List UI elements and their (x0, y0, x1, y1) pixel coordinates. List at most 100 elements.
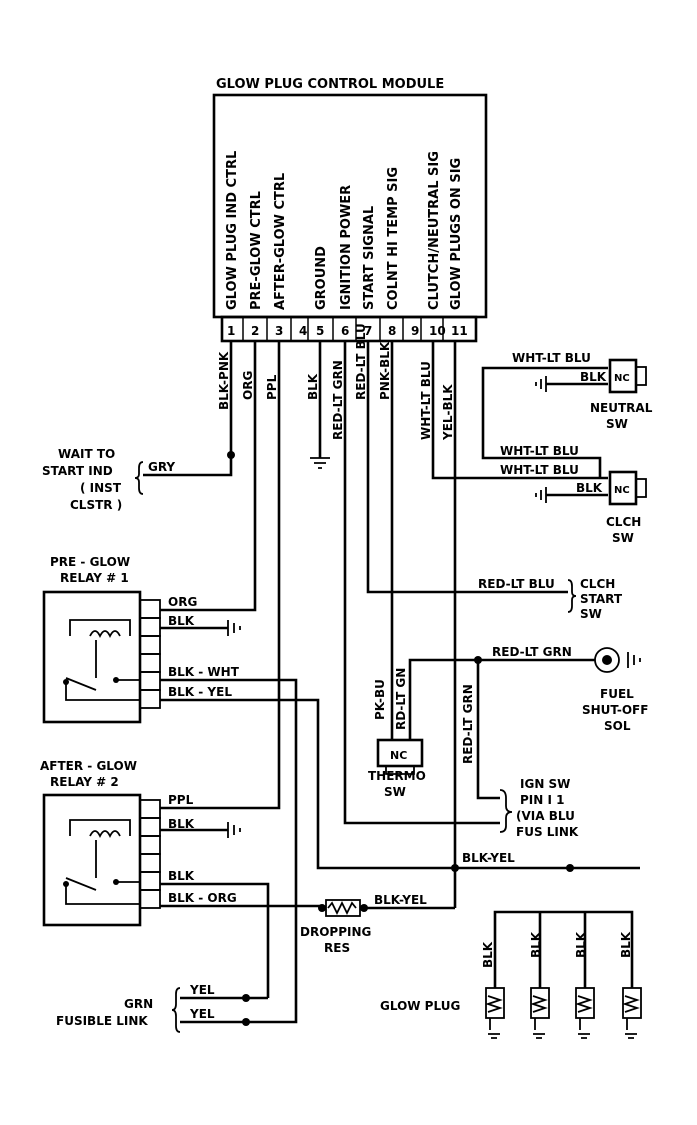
clch-start-line-2: START (580, 592, 623, 606)
wait-to-start-label: WAIT TO START IND ( INST CLSTR ) (42, 447, 122, 512)
pin-number: 11 (451, 324, 468, 338)
signal-label: AFTER-GLOW CTRL (273, 173, 288, 310)
thermo-switch-body (376, 738, 424, 768)
ign-line-3: (VIA BLU (516, 809, 575, 823)
ground-symbol (627, 652, 641, 668)
wait-line-4: CLSTR ) (70, 498, 122, 512)
relay1-contact-dot (63, 679, 69, 685)
wire-red-lt-blu (366, 341, 568, 594)
pin-wire-label: RED-LT GRN (331, 360, 345, 440)
relay1-title: PRE - GLOW (50, 555, 130, 569)
signal-label: PRE-GLOW CTRL (249, 191, 264, 310)
wire-wht-lt-blu-10 (431, 341, 608, 480)
junction-dot (227, 451, 235, 459)
wire-label-blk: BLK (168, 614, 195, 628)
pin-number: 1 (227, 324, 235, 338)
wire-label-wht-lt-blu: WHT-LT BLU (512, 351, 591, 365)
clutch-switch-cap (635, 478, 647, 498)
wire-label-blk: BLK (576, 481, 603, 495)
junction-dot (242, 1018, 250, 1026)
wire-label-blk: BLK (529, 931, 543, 958)
wire-label-wht-lt-blu: WHT-LT BLU (500, 444, 579, 458)
ign-line-4: FUS LINK (516, 825, 579, 839)
relay2-coil (69, 819, 131, 839)
ign-line-1: IGN SW (520, 777, 570, 791)
relay2-number: RELAY # 2 (50, 775, 119, 789)
glow-plugs (485, 987, 642, 1039)
relay2-contact-dot (63, 881, 69, 887)
module-title: GLOW PLUG CONTROL MODULE (216, 77, 444, 92)
resistor-zigzag (327, 900, 357, 916)
ground-symbol (535, 376, 547, 392)
wire-red-lt-grn-fuel (476, 660, 500, 800)
thermo-nc: NC (390, 749, 407, 762)
wire-blk-pnk (143, 341, 233, 477)
signal-label: GLOW PLUGS ON SIG (449, 158, 464, 310)
pin-number: 10 (429, 324, 446, 338)
clutch-label: CLCH (606, 515, 641, 529)
wire-label-rd-lt-gn: RD-LT GN (394, 668, 408, 730)
pin-wire-label: BLK (306, 373, 320, 400)
wire-label-blk-yel: BLK-YEL (462, 851, 515, 865)
ign-brace (499, 789, 513, 833)
fusible-line-2: FUSIBLE LINK (56, 1014, 148, 1028)
ground-symbol (227, 822, 241, 838)
fuel-line-3: SOL (604, 719, 631, 733)
thermo-label: THERMO (368, 769, 426, 783)
pin-wire-label: YEL-BLK (441, 384, 455, 441)
fuel-line-2: SHUT-OFF (582, 703, 648, 717)
wire-label-red-lt-grn: RED-LT GRN (461, 684, 475, 764)
wait-line-3: ( INST (80, 481, 122, 495)
wire-label-blk: BLK (619, 931, 633, 958)
junction-dot (318, 904, 326, 912)
signal-label: GLOW PLUG IND CTRL (225, 151, 240, 310)
wire-label-blk-org: BLK - ORG (168, 891, 237, 905)
neutral-switch-cap (635, 366, 647, 386)
wait-line-2: START IND (42, 464, 113, 478)
wire-label-pk-bu: PK-BU (373, 679, 387, 720)
wire-label-wht-lt-blu: WHT-LT BLU (500, 463, 579, 477)
relay1-connector (139, 599, 161, 709)
signal-label: CLUTCH/NEUTRAL SIG (427, 151, 442, 310)
relay1-contacts (65, 640, 140, 701)
glow-plug-bus (493, 910, 634, 988)
wait-brace (134, 461, 144, 495)
relay2-contact-dot (113, 879, 119, 885)
wire-label-blk-yel: BLK-YEL (374, 893, 427, 907)
relay1-contact-dot (113, 677, 119, 683)
wire-relay2-blk2 (160, 882, 270, 998)
neutral-sw-label: SW (606, 417, 628, 431)
neutral-label: NEUTRAL (590, 401, 653, 415)
module-signal-labels: GLOW PLUG IND CTRL PRE-GLOW CTRL AFTER-GLO… (225, 151, 464, 310)
relay1-coil (69, 619, 131, 639)
wire-label-gry: GRY (148, 460, 175, 474)
wire-fusible-yel (180, 996, 298, 1024)
pin-number: 2 (251, 324, 259, 338)
wire-label-blk: BLK (580, 370, 607, 384)
junction-dot (451, 864, 459, 872)
wire-label-blk-yel: BLK - YEL (168, 685, 232, 699)
ign-line-2: PIN I 1 (520, 793, 564, 807)
wire-label-red-lt-grn: RED-LT GRN (492, 645, 572, 659)
dropping-res-label-2: RES (324, 941, 350, 955)
relay2-contacts (65, 840, 140, 905)
wire-label-red-lt-blu: RED-LT BLU (478, 577, 555, 591)
wait-line-1: WAIT TO (58, 447, 115, 461)
fuel-solenoid (594, 647, 620, 673)
pin-wire-label: WHT-LT BLU (419, 361, 433, 440)
pin-wire-label: RED-LT BLU (354, 323, 368, 400)
signal-label: START SIGNAL (362, 206, 377, 310)
junction-dot (566, 864, 574, 872)
pin-number: 6 (341, 324, 349, 338)
pin-number: 8 (388, 324, 396, 338)
neutral-nc: NC (614, 373, 630, 384)
glow-plug-drops (538, 912, 587, 988)
relay1-body (42, 590, 142, 724)
ground-symbol (227, 620, 241, 636)
relay2-title: AFTER - GLOW (40, 759, 137, 773)
clch-start-brace (567, 579, 577, 613)
wire-label-blk: BLK (168, 869, 195, 883)
